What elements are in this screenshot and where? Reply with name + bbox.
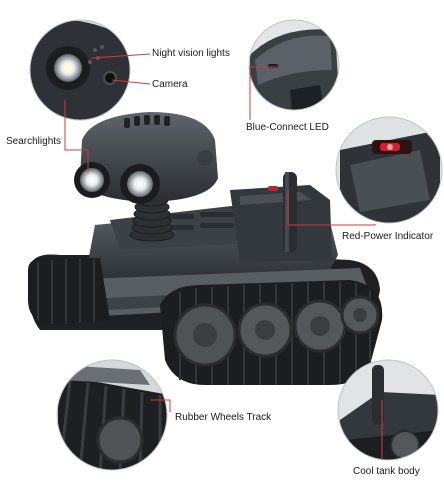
label-cool-tank-body: Cool tank body xyxy=(353,466,420,477)
leader-lines xyxy=(64,53,383,460)
label-searchlights: Searchlights xyxy=(6,136,62,147)
detail-red-power-indicator xyxy=(336,117,442,223)
label-blue-connect-led: Blue-Connect LED xyxy=(246,122,329,133)
label-night-vision-lights: Night vision lights xyxy=(152,48,230,59)
label-red-power-indicator: Red-Power Indicator xyxy=(342,231,434,242)
label-camera: Camera xyxy=(152,79,188,90)
label-rubber-wheels-track: Rubber Wheels Track xyxy=(175,412,272,423)
detail-rubber-wheels-track xyxy=(57,360,167,470)
detail-blue-connect-led xyxy=(249,20,339,110)
road-wheels xyxy=(173,295,380,367)
detail-night-vision-camera xyxy=(30,20,130,120)
tank-body xyxy=(28,112,383,385)
